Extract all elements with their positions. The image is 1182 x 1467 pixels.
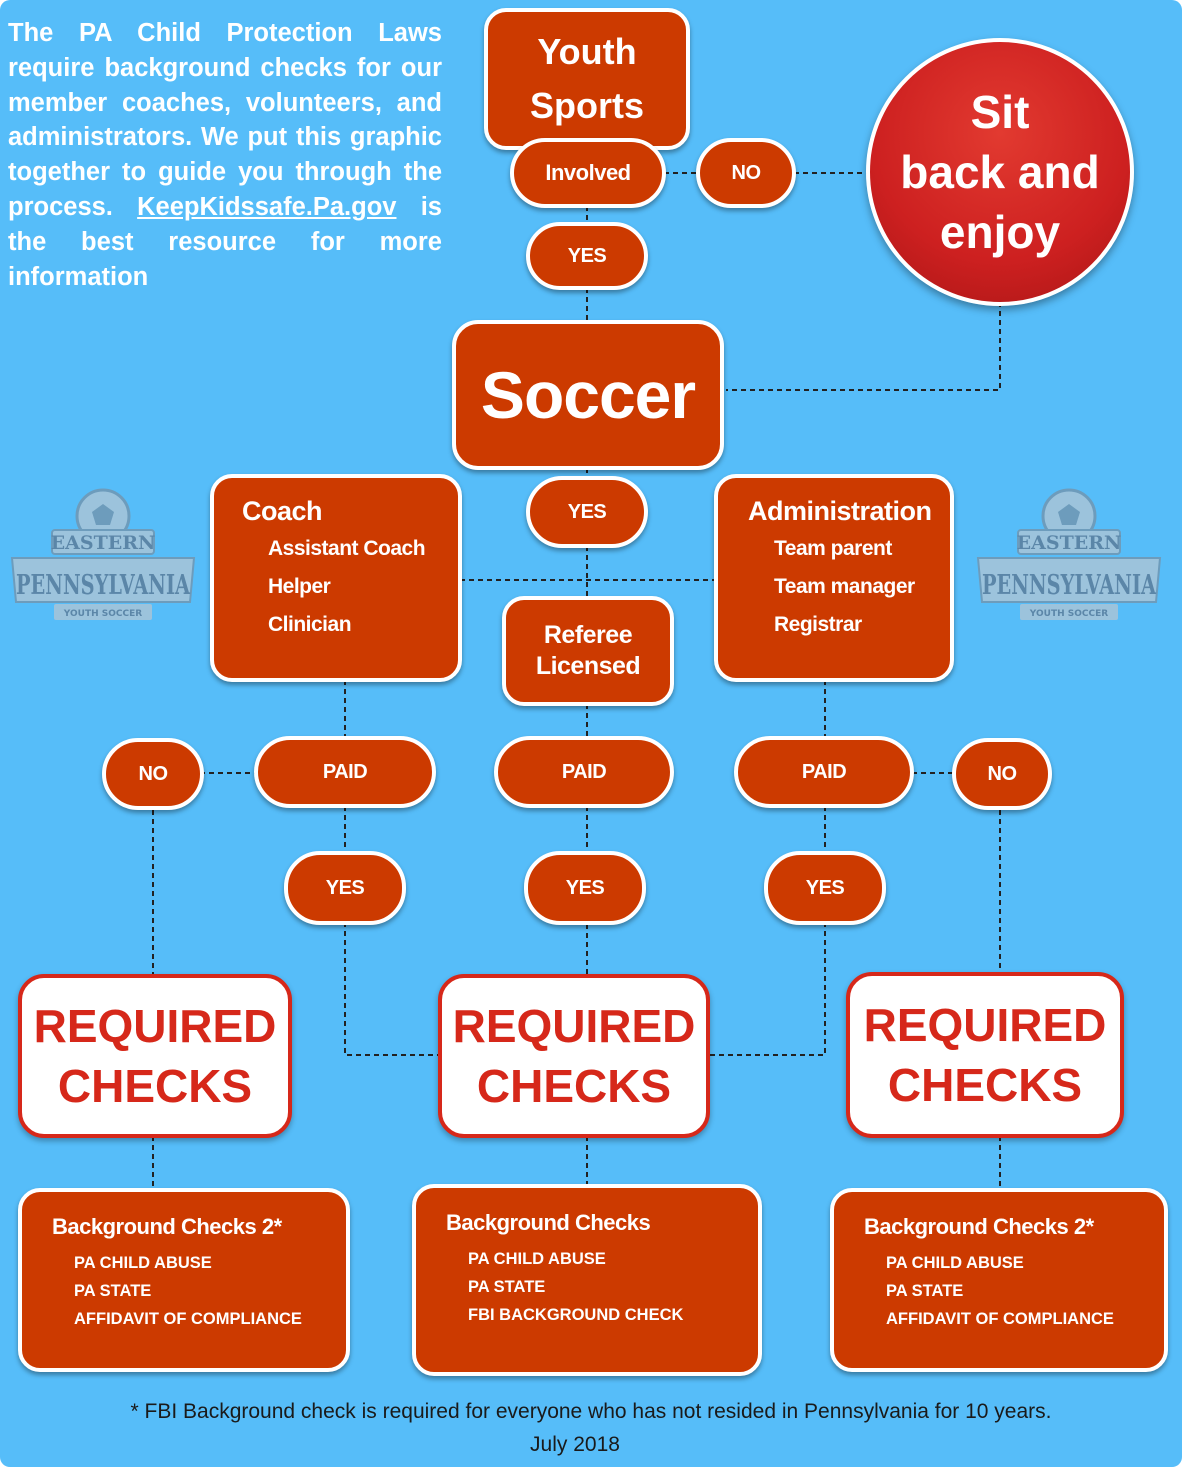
svg-text:YOUTH SOCCER: YOUTH SOCCER (63, 609, 142, 619)
administration-title: Administration (748, 496, 932, 526)
required-left-line2: CHECKS (57, 1060, 253, 1112)
soccer-box: Soccer (452, 320, 724, 470)
required-right-line2: CHECKS (887, 1059, 1083, 1111)
svg-text:PENNSYLVANIA: PENNSYLVANIA (16, 570, 191, 601)
bg-center-item-fbi: FBI BACKGROUND CHECK (468, 1306, 684, 1324)
svg-text:YOUTH SOCCER: YOUTH SOCCER (1029, 609, 1108, 619)
svg-text:PENNSYLVANIA: PENNSYLVANIA (982, 570, 1157, 601)
eastern-pa-logo-right: EASTERN PENNSYLVANIA YOUTH SOCCER (976, 488, 1162, 620)
keepkidssafe-link[interactable]: KeepKidssafe.Pa.gov (137, 192, 397, 221)
administration-box: Administration Team parent Team manager … (714, 474, 954, 682)
bg-right-item-child-abuse: PA CHILD ABUSE (886, 1254, 1024, 1272)
bg-left-item-affidavit: AFFIDAVIT OF COMPLIANCE (74, 1310, 302, 1328)
admin-item-team-parent: Team parent (774, 537, 892, 560)
admin-item-team-manager: Team manager (774, 575, 915, 598)
coach-item-assistant: Assistant Coach (268, 537, 426, 560)
bg-right-item-pa-state: PA STATE (886, 1282, 964, 1300)
yes-mid-label: YES (565, 876, 605, 899)
no-top-pill: NO (696, 138, 796, 208)
referee-line2: Licensed (535, 652, 641, 680)
paid-right-label: PAID (801, 760, 847, 783)
connector-yes-left-required-center (344, 922, 442, 1056)
required-checks-center: REQUIRED CHECKS (438, 974, 710, 1138)
youth-sports-line2: Sports (529, 85, 644, 126)
youth-sports-box: Youth Sports (484, 8, 690, 150)
background-checks-right: Background Checks 2* PA CHILD ABUSE PA S… (830, 1188, 1168, 1372)
sit-back-line2: back and (900, 146, 1100, 198)
yes-mid-pill: YES (524, 851, 646, 925)
admin-item-registrar: Registrar (774, 613, 862, 636)
background-checks-center: Background Checks PA CHILD ABUSE PA STAT… (412, 1184, 762, 1376)
required-checks-right: REQUIRED CHECKS (846, 972, 1124, 1138)
sit-back-line1: Sit (970, 86, 1030, 138)
intro-text: The PA Child Protection Laws require bac… (8, 16, 442, 294)
intro-text-end: is the best resource for more informatio… (8, 192, 442, 291)
referee-box: Referee Licensed (502, 596, 674, 706)
paid-right-pill: PAID (734, 736, 914, 808)
bg-left-item-pa-state: PA STATE (74, 1282, 152, 1300)
no-top-label: NO (731, 161, 762, 184)
no-left-label: NO (138, 762, 169, 785)
yes-left-label: YES (325, 876, 365, 899)
no-right-pill: NO (952, 738, 1052, 810)
svg-text:EASTERN: EASTERN (1017, 532, 1122, 554)
required-right-line1: REQUIRED (863, 999, 1107, 1051)
paid-center-label: PAID (561, 760, 607, 783)
youth-sports-line1: Youth (537, 31, 637, 72)
yes-center-pill: YES (526, 476, 648, 548)
required-checks-left: REQUIRED CHECKS (18, 974, 292, 1138)
bg-right-title: Background Checks 2* (864, 1214, 1094, 1239)
intro-text-main: The PA Child Protection Laws require bac… (8, 19, 442, 221)
svg-text:EASTERN: EASTERN (51, 532, 156, 554)
yes-right-label: YES (805, 876, 845, 899)
connector-sit-soccer (726, 302, 1001, 391)
paid-left-pill: PAID (254, 736, 436, 808)
bg-center-title: Background Checks (446, 1210, 651, 1235)
paid-center-pill: PAID (494, 736, 674, 808)
referee-line1: Referee (543, 621, 633, 649)
yes-left-pill: YES (284, 851, 406, 925)
required-center-line1: REQUIRED (452, 1000, 696, 1052)
bg-left-item-child-abuse: PA CHILD ABUSE (74, 1254, 212, 1272)
connector-yes-right-required-center (708, 922, 826, 1056)
eastern-pa-logo-left: EASTERN PENNSYLVANIA YOUTH SOCCER (10, 488, 196, 620)
sit-back-line3: enjoy (939, 206, 1061, 258)
yes-right-pill: YES (764, 851, 886, 925)
no-right-label: NO (987, 762, 1018, 785)
involved-label: Involved (545, 160, 631, 185)
sit-back-circle: Sit back and enjoy (866, 38, 1134, 306)
yes-top-label: YES (567, 244, 607, 267)
background-checks-left: Background Checks 2* PA CHILD ABUSE PA S… (18, 1188, 350, 1372)
bg-right-item-affidavit: AFFIDAVIT OF COMPLIANCE (886, 1310, 1114, 1328)
date-label: July 2018 (530, 1433, 620, 1456)
paid-left-label: PAID (322, 760, 368, 783)
yes-center-label: YES (567, 500, 607, 523)
involved-pill: Involved (510, 138, 666, 208)
bg-left-title: Background Checks 2* (52, 1214, 282, 1239)
soccer-label: Soccer (480, 358, 696, 432)
yes-top-pill: YES (526, 222, 648, 290)
no-left-pill: NO (102, 738, 204, 810)
coach-item-clinician: Clinician (268, 613, 352, 636)
coach-item-helper: Helper (268, 575, 331, 598)
footnote: * FBI Background check is required for e… (130, 1400, 1052, 1423)
required-center-line2: CHECKS (476, 1060, 672, 1112)
bg-center-item-child-abuse: PA CHILD ABUSE (468, 1250, 606, 1268)
coach-title: Coach (242, 496, 323, 526)
bg-center-item-pa-state: PA STATE (468, 1278, 546, 1296)
coach-box: Coach Assistant Coach Helper Clinician (210, 474, 462, 682)
required-left-line1: REQUIRED (33, 1000, 277, 1052)
